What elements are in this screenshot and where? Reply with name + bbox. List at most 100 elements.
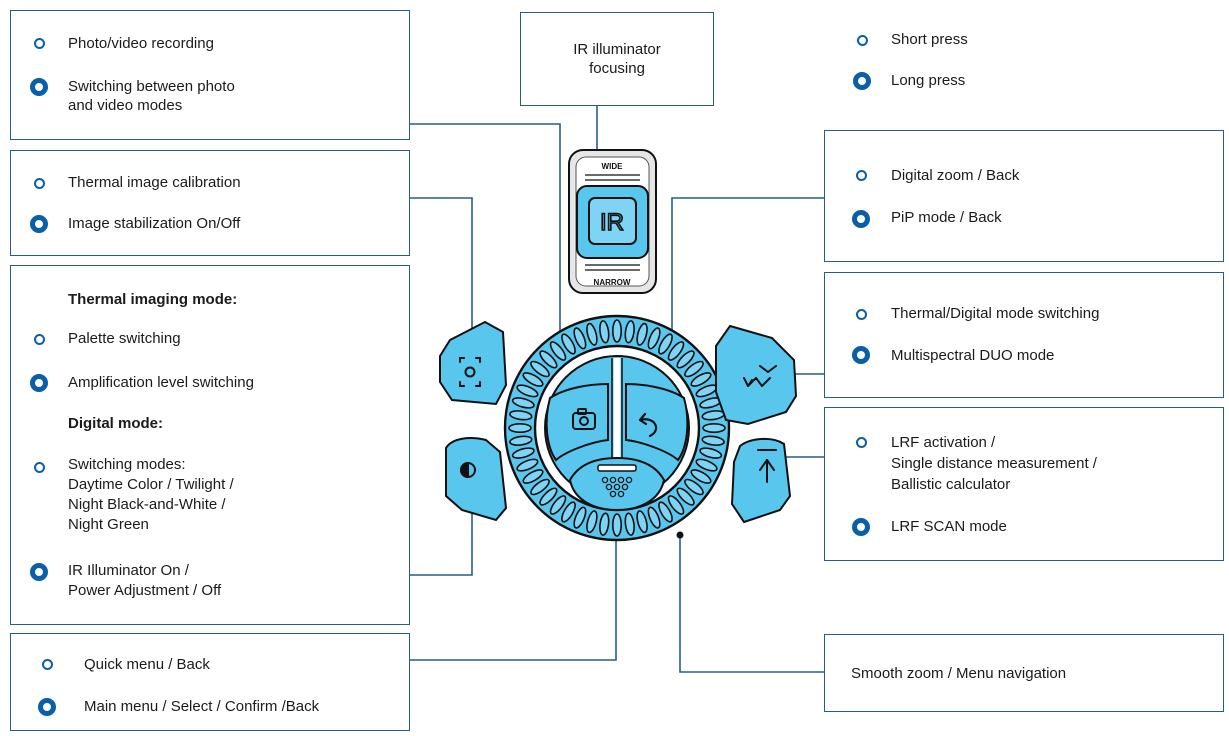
wheel-tooth [658, 333, 673, 355]
wheel-tooth [530, 360, 550, 378]
menu-long-text: Main menu / Select / Confirm /Back [84, 698, 320, 715]
wheel-tooth [586, 322, 598, 346]
wheel-tooth [549, 341, 567, 361]
short-press-marker [34, 178, 45, 189]
menu-button[interactable] [568, 456, 666, 512]
swap-arrows-icon [743, 365, 777, 387]
long-press-marker [852, 518, 870, 536]
connector-smooth [679, 535, 824, 673]
ir-focus-dial-icon: WIDE NARROW IR [568, 149, 657, 294]
calibration-button-icon [459, 357, 481, 387]
legend-long-marker [853, 72, 871, 90]
ir-dial-wide-label: WIDE [602, 162, 624, 171]
zoom-long-text: PiP mode / Back [891, 209, 1002, 226]
connector-lines [410, 106, 824, 673]
menu-box: Quick menu / Back Main menu / Select / C… [10, 633, 410, 731]
wheel-tooth [702, 422, 726, 433]
wheel-tooth [667, 341, 685, 361]
zoom-short-text: Digital zoom / Back [891, 167, 1020, 184]
wheel-tooth [530, 478, 550, 496]
modes-box: Thermal imaging mode: Palette switching … [10, 265, 410, 625]
calibration-box: Thermal image calibration Image stabiliz… [10, 150, 410, 256]
wheel-tooth [647, 327, 661, 350]
camera-icon [572, 408, 596, 430]
wheel-tooth [667, 495, 685, 515]
wheel-tooth [676, 350, 695, 369]
wheel-tooth [690, 469, 712, 484]
zoom-box: Digital zoom / Back PiP mode / Back [824, 130, 1224, 262]
long-press-marker [30, 563, 48, 581]
wheel-tooth [636, 322, 648, 346]
wheel-tooth [699, 447, 723, 459]
wheel-tooth [636, 510, 648, 534]
duo-button[interactable] [715, 324, 798, 426]
back-button[interactable] [625, 382, 689, 462]
connector-calibration [410, 197, 473, 354]
short-press-marker [34, 334, 45, 345]
wheel-tooth [624, 320, 635, 344]
recording-box: Photo/video recording Switching between … [10, 10, 410, 140]
back-arrow-icon [638, 412, 658, 438]
wheel-tooth [509, 435, 533, 446]
wheel-tooth [658, 501, 673, 523]
controller-wheel-icon [503, 314, 731, 542]
thermal-mode-header: Thermal imaging mode: [68, 291, 238, 308]
ir-focus-box: IR illuminator focusing [520, 12, 714, 106]
short-press-marker [856, 437, 867, 448]
ir-dial-center-label: IR [600, 209, 624, 236]
wheel-tooth [647, 506, 661, 529]
wheel-tooth [522, 469, 544, 484]
wheel-tooth [684, 478, 704, 496]
digital-long-text: IR Illuminator On / Power Adjustment / O… [68, 562, 222, 599]
thermal-short-text: Palette switching [68, 330, 181, 347]
camera-button[interactable] [545, 382, 609, 462]
legend: Short press Long press [850, 25, 1110, 95]
legend-short-text: Short press [891, 31, 968, 48]
wheel-tooth [511, 397, 535, 409]
wheel-tooth [690, 372, 712, 387]
lrf-button[interactable] [730, 438, 792, 524]
short-press-marker [856, 309, 867, 320]
lrf-long-text: LRF SCAN mode [891, 518, 1007, 535]
wheel-tooth [516, 384, 539, 398]
wheel-tooth [624, 512, 635, 536]
duo-long-text: Multispectral DUO mode [891, 347, 1055, 364]
wheel-tooth [561, 333, 576, 355]
long-press-marker [30, 215, 48, 233]
ir-focus-title: IR illuminator focusing [573, 41, 661, 77]
connector-menu [410, 504, 617, 661]
wheel-tooth [611, 319, 622, 343]
wheel-tooth [573, 506, 587, 529]
duo-box: Thermal/Digital mode switching Multispec… [824, 272, 1224, 398]
wheel-tooth [516, 458, 539, 472]
lrf-box: LRF activation / Single distance measure… [824, 407, 1224, 561]
wheel-tooth [539, 487, 558, 506]
wheel-tooth [508, 423, 532, 434]
calibration-long-text: Image stabilization On/Off [68, 215, 241, 232]
lrf-short-text: LRF activation / Single distance measure… [891, 434, 1097, 493]
wheel-tooth [676, 487, 695, 506]
menu-dots-icon [601, 476, 633, 498]
short-press-marker [42, 659, 53, 670]
long-press-marker [30, 78, 48, 96]
wheel-tooth [701, 435, 725, 446]
smooth-zoom-box: Smooth zoom / Menu navigation [824, 634, 1224, 712]
legend-short-marker [857, 35, 868, 46]
mode-button[interactable] [445, 437, 508, 522]
wheel-tooth [684, 360, 704, 378]
wheel-tooth [586, 510, 598, 534]
long-press-marker [852, 210, 870, 228]
wheel-tooth [522, 372, 544, 387]
wheel-tooth [511, 447, 535, 459]
short-press-marker [34, 38, 45, 49]
wheel-tooth [539, 350, 558, 369]
calibration-button[interactable] [439, 320, 508, 406]
duo-short-text: Thermal/Digital mode switching [891, 305, 1100, 322]
ir-dial-narrow-label: NARROW [594, 278, 631, 287]
long-press-marker [852, 346, 870, 364]
menu-short-text: Quick menu / Back [84, 656, 210, 673]
long-press-marker [30, 374, 48, 392]
long-press-marker [38, 698, 56, 716]
short-press-marker [34, 462, 45, 473]
